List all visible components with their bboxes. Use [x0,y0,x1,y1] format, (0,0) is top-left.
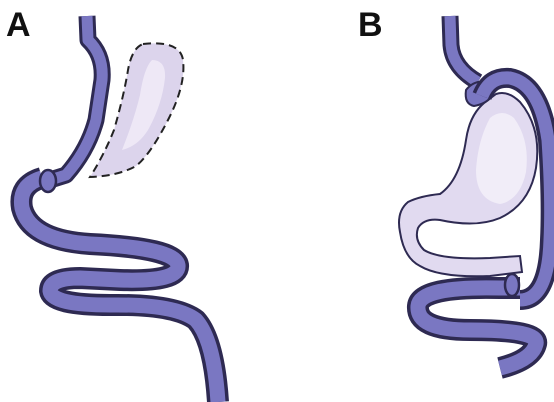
esophagus-a [50,16,102,180]
junction-ring-b [505,274,519,296]
panel-a-illustration [21,16,218,402]
stump-ring-a [40,170,56,192]
intestine-b [418,288,536,368]
panel-b-illustration [399,16,551,368]
